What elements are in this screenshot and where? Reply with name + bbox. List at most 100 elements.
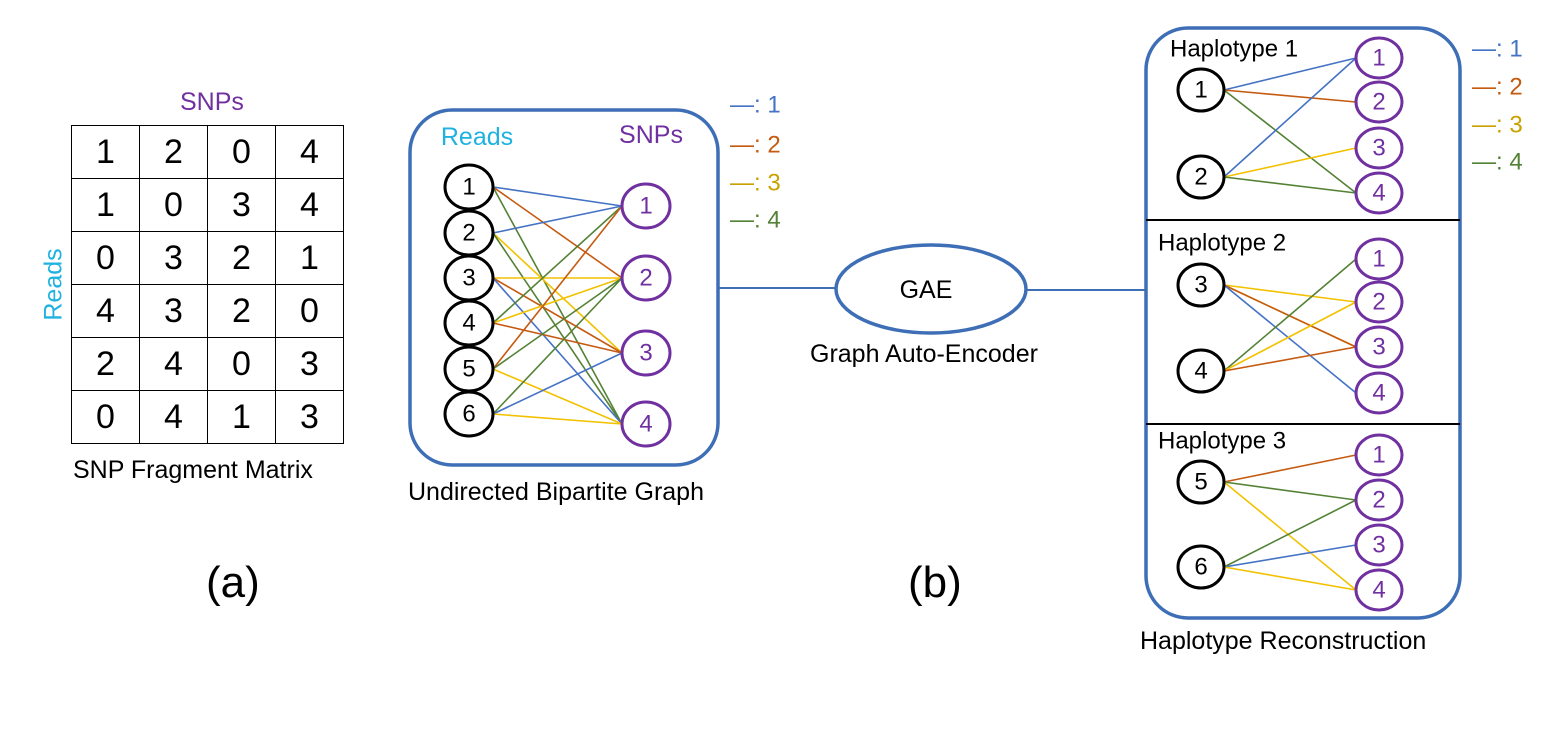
- gae-caption: Graph Auto-Encoder: [810, 340, 1038, 368]
- read-node-label: 1: [462, 174, 475, 201]
- haplotype-snp-label: 3: [1372, 532, 1385, 559]
- read-node-label: 4: [462, 310, 475, 337]
- bipartite-edge: [492, 186, 623, 207]
- snp-node-label: 1: [639, 193, 652, 220]
- haplotype-snp-label: 1: [1372, 246, 1385, 273]
- read-node-label: 3: [462, 265, 475, 292]
- haplotype-read-label: 3: [1194, 272, 1207, 299]
- bipartite-edge: [492, 277, 623, 370]
- matrix-cell: 3: [139, 231, 208, 285]
- bipartite-edge: [492, 277, 623, 415]
- bipartite-edge: [492, 277, 623, 354]
- matrix-cell: 0: [275, 284, 344, 338]
- gae-ellipse: [834, 243, 1028, 335]
- haplotype-edge: [1223, 147, 1357, 178]
- snp-node: [620, 254, 672, 302]
- matrix-cell: 2: [139, 125, 208, 179]
- bipartite-edge: [492, 205, 623, 324]
- matrix-cell: 2: [71, 337, 140, 391]
- haplotype-edge: [1223, 57, 1357, 91]
- haplotype-snp-node: [1354, 433, 1404, 477]
- matrix-cell: 3: [275, 390, 344, 444]
- haplotype-snp-label: 2: [1372, 89, 1385, 116]
- legend-entry: —: 1: [730, 92, 781, 119]
- matrix-cell: 1: [275, 231, 344, 285]
- read-node-label: 2: [462, 220, 475, 247]
- haplotype-edge: [1223, 284, 1357, 394]
- haplotype-snp-label: 2: [1372, 487, 1385, 514]
- matrix-cell: 1: [207, 390, 276, 444]
- matrix-cell: 4: [71, 284, 140, 338]
- haplotype-snp-label: 4: [1372, 380, 1385, 407]
- haplotype-snp-label: 1: [1372, 442, 1385, 469]
- haplotype-read-node: [1176, 348, 1226, 394]
- haplotype-title: Haplotype 1: [1170, 36, 1298, 63]
- bipartite-edge: [492, 186, 623, 425]
- haplotype-snp-node: [1354, 478, 1404, 522]
- legend-entry: —: 3: [730, 170, 781, 197]
- matrix-cell: 4: [275, 178, 344, 232]
- read-node-label: 6: [462, 401, 475, 428]
- read-node: [443, 163, 495, 211]
- bipartite-edge: [492, 232, 623, 425]
- read-node: [443, 299, 495, 347]
- legend-entry: —: 3: [1472, 112, 1523, 139]
- haplotype-title: Haplotype 3: [1158, 428, 1286, 455]
- haplotype-snp-label: 4: [1372, 180, 1385, 207]
- haplotype-snp-node: [1354, 80, 1404, 124]
- bipartite-edge: [492, 413, 623, 425]
- matrix-snps-header: SNPs: [180, 88, 244, 116]
- haplotype-snp-label: 3: [1372, 135, 1385, 162]
- bipartite-reads-header: Reads: [441, 123, 513, 151]
- haplotype-snp-node: [1354, 325, 1404, 369]
- haplotype-edge: [1223, 89, 1357, 194]
- matrix-caption: SNP Fragment Matrix: [73, 456, 313, 484]
- haplotype-read-node: [1176, 544, 1226, 590]
- haplotype-snp-node: [1354, 171, 1404, 215]
- haplotype-snp-node: [1354, 280, 1404, 324]
- bipartite-edge: [492, 205, 623, 234]
- haplotype-read-label: 4: [1194, 358, 1207, 385]
- panel-b-label: (b): [908, 558, 962, 607]
- snp-node: [620, 182, 672, 230]
- legend-entry: —: 4: [1472, 149, 1523, 176]
- haplotype-edge: [1223, 301, 1357, 372]
- bipartite-edge: [492, 368, 623, 425]
- haplotype-edge: [1223, 57, 1357, 178]
- panel-a-label: (a): [206, 558, 260, 607]
- matrix-cell: 1: [71, 178, 140, 232]
- read-node-label: 5: [462, 356, 475, 383]
- matrix-cell: 3: [207, 178, 276, 232]
- bipartite-edge: [492, 186, 623, 279]
- haplotype-edge: [1223, 544, 1357, 568]
- haplotype-read-node: [1176, 459, 1226, 505]
- legend-entry: —: 2: [730, 132, 781, 159]
- bipartite-edge: [492, 205, 623, 370]
- legend-entry: —: 1: [1472, 36, 1523, 63]
- haplotype-edge: [1223, 481, 1357, 591]
- haplotype-edge: [1223, 284, 1357, 303]
- bipartite-snps-header: SNPs: [619, 121, 683, 149]
- haplotype-title: Haplotype 2: [1158, 230, 1286, 257]
- bipartite-caption: Undirected Bipartite Graph: [408, 478, 704, 506]
- haplotype-read-node: [1176, 154, 1226, 200]
- read-node: [443, 390, 495, 438]
- snp-node-label: 2: [639, 265, 652, 292]
- bipartite-edge: [492, 322, 623, 354]
- snp-node: [620, 329, 672, 377]
- snp-node: [620, 400, 672, 448]
- haplotype-read-node: [1176, 67, 1226, 113]
- matrix-cell: 0: [71, 231, 140, 285]
- haplotype-edge: [1223, 346, 1357, 372]
- haplotype-snp-label: 1: [1372, 45, 1385, 72]
- snp-node-label: 4: [639, 411, 652, 438]
- gae-label: GAE: [900, 276, 953, 304]
- matrix-cell: 0: [207, 125, 276, 179]
- bipartite-edge: [492, 277, 623, 324]
